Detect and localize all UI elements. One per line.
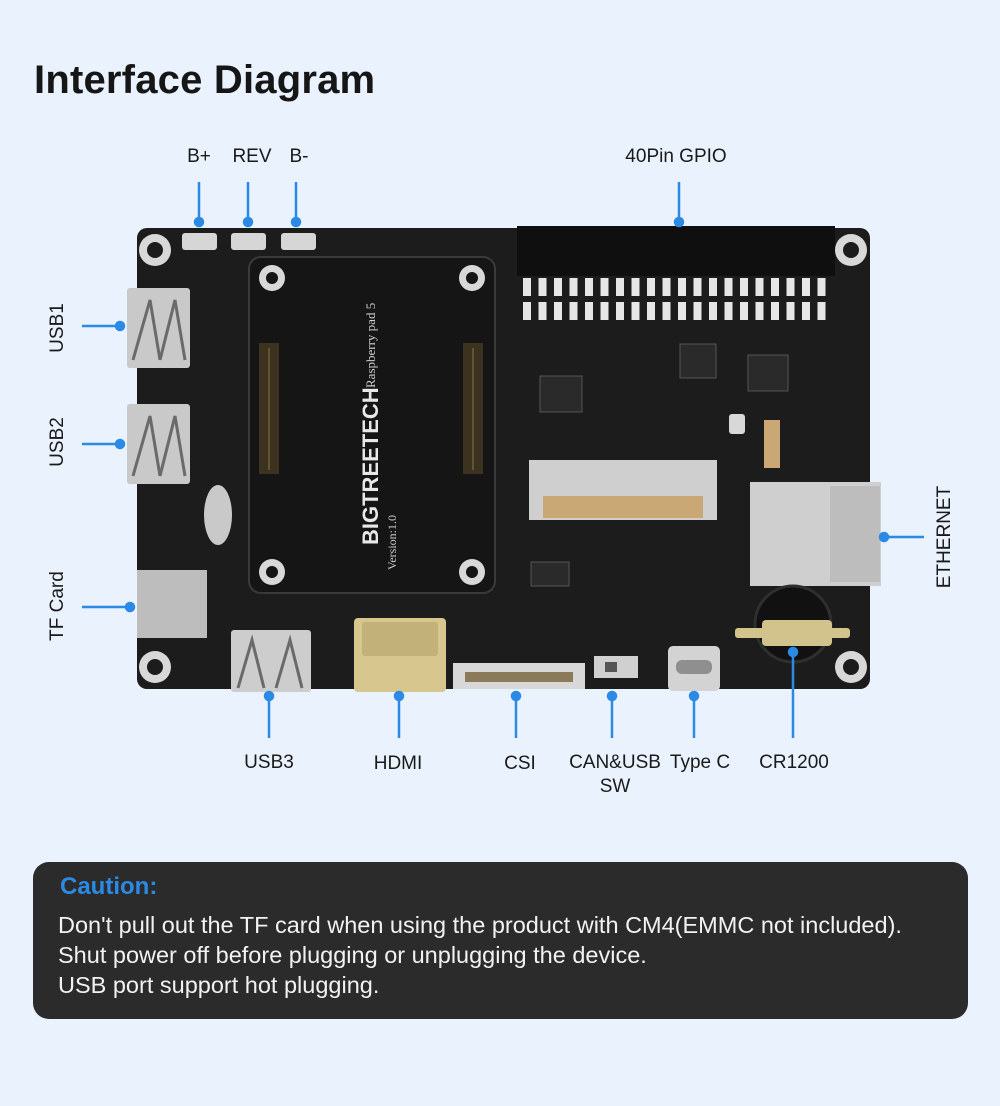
gpio-pin bbox=[569, 302, 578, 320]
board-version-text: Version:1.0 bbox=[385, 515, 399, 570]
gpio-pin bbox=[693, 278, 702, 296]
gpio-pin bbox=[817, 278, 826, 296]
indicator-lines bbox=[82, 182, 924, 738]
gpio-pin bbox=[631, 302, 640, 320]
gpio-pin bbox=[662, 278, 671, 296]
tf-card-slot bbox=[137, 570, 207, 638]
label-can-usb-sw: CAN&USB SW bbox=[569, 752, 661, 798]
gpio-pin bbox=[554, 278, 562, 296]
label-can-usb-sw-line2: SW bbox=[599, 776, 631, 797]
gpio-pin bbox=[616, 302, 624, 320]
board-brand-text: BIGTREETECH bbox=[358, 387, 383, 545]
gpio-pin bbox=[709, 278, 717, 296]
caution-line-3: USB port support hot plugging. bbox=[58, 972, 380, 998]
gpio-pin bbox=[678, 302, 686, 320]
gpio-pin bbox=[600, 302, 609, 320]
gpio-pin bbox=[771, 278, 779, 296]
gpio-pin bbox=[616, 278, 624, 296]
caution-line-2: Shut power off before plugging or unplug… bbox=[58, 942, 647, 968]
gpio-pin bbox=[802, 278, 810, 296]
gpio-pin bbox=[817, 302, 826, 320]
label-cr1200: CR1200 bbox=[759, 752, 829, 773]
caution-line-1: Don't pull out the TF card when using th… bbox=[58, 912, 902, 938]
gpio-pin bbox=[709, 302, 717, 320]
gpio-pin bbox=[786, 278, 795, 296]
label-csi: CSI bbox=[504, 753, 536, 774]
gpio-pin bbox=[585, 278, 593, 296]
gpio-header bbox=[517, 226, 835, 276]
gpio-pin bbox=[585, 302, 593, 320]
label-rev: REV bbox=[232, 146, 272, 167]
gpio-pin bbox=[802, 302, 810, 320]
label-hdmi: HDMI bbox=[373, 753, 423, 774]
gpio-pin bbox=[523, 302, 531, 320]
gpio-pin bbox=[662, 302, 671, 320]
label-ethernet: ETHERNET bbox=[934, 485, 955, 589]
side-buttons bbox=[182, 233, 316, 250]
gpio-pin bbox=[678, 278, 686, 296]
gpio-pin bbox=[724, 278, 733, 296]
gpio-pin bbox=[693, 302, 702, 320]
gpio-pin bbox=[523, 278, 531, 296]
label-b-minus: B- bbox=[289, 146, 309, 167]
label-b-plus: B+ bbox=[187, 146, 211, 167]
label-tf-card: TF Card bbox=[47, 571, 68, 641]
gpio-pin bbox=[771, 302, 779, 320]
gpio-pin bbox=[538, 302, 547, 320]
gpio-pin bbox=[647, 302, 655, 320]
label-usb3: USB3 bbox=[244, 752, 294, 773]
caution-heading: Caution: bbox=[60, 873, 158, 900]
label-can-usb-sw-line1: CAN&USB bbox=[569, 752, 661, 773]
gpio-pin bbox=[740, 278, 748, 296]
cm-module bbox=[248, 256, 496, 594]
board-model-text: Raspberry pad 5 bbox=[363, 303, 378, 388]
gpio-pin bbox=[755, 302, 764, 320]
board-diagram: BIGTREETECH Raspberry pad 5 Version:1.0 bbox=[82, 182, 924, 738]
gpio-pin bbox=[538, 278, 547, 296]
gpio-pin bbox=[631, 278, 640, 296]
page-title: Interface Diagram bbox=[34, 58, 376, 102]
gpio-pin bbox=[740, 302, 748, 320]
label-usb1: USB1 bbox=[47, 303, 68, 353]
gpio-pin bbox=[647, 278, 655, 296]
label-type-c: Type C bbox=[669, 752, 731, 773]
gpio-pin bbox=[600, 278, 609, 296]
gpio-pin bbox=[724, 302, 733, 320]
mounting-holes bbox=[139, 234, 867, 683]
gpio-pin bbox=[786, 302, 795, 320]
label-gpio: 40Pin GPIO bbox=[625, 146, 727, 167]
caution-box: Caution: Don't pull out the TF card when… bbox=[33, 862, 968, 1019]
gpio-pin bbox=[755, 278, 764, 296]
gpio-pin bbox=[554, 302, 562, 320]
label-usb2: USB2 bbox=[47, 417, 68, 467]
usb3-port bbox=[231, 630, 311, 692]
gpio-pin bbox=[569, 278, 578, 296]
